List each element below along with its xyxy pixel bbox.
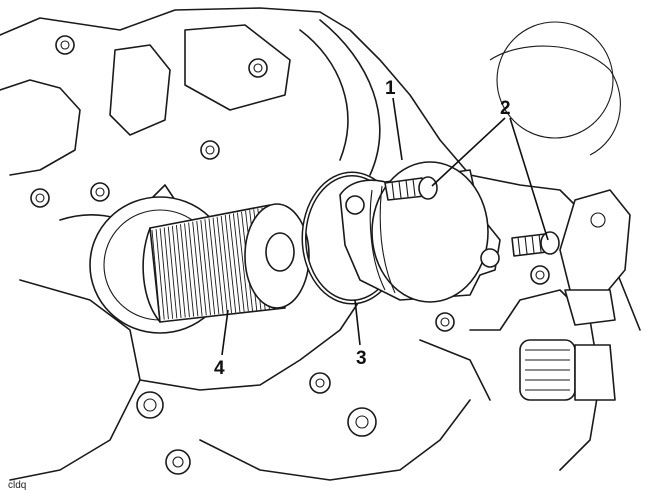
filter-pleat xyxy=(216,216,228,314)
casing-bolt-icon xyxy=(435,312,455,332)
filter-pleat xyxy=(204,219,216,315)
oil-filter-element xyxy=(142,203,310,323)
filter-pleat xyxy=(208,218,220,315)
casing-bolt-icon xyxy=(90,182,110,202)
casing-bolt-icon xyxy=(530,265,550,285)
leader-line-4 xyxy=(221,309,229,356)
filter-pleat xyxy=(188,222,199,317)
leader-line-2a xyxy=(431,117,506,187)
filter-pleat xyxy=(163,227,174,319)
leader-line-2b xyxy=(509,117,549,241)
casing-bolts xyxy=(30,35,550,475)
shift-linkage xyxy=(519,189,631,401)
filter-pleat xyxy=(151,229,161,321)
filter-pleat xyxy=(167,226,178,319)
leader-line-1 xyxy=(392,97,403,161)
cover-bolt-upper xyxy=(384,176,438,201)
casing-bolt-icon xyxy=(347,407,377,437)
filter-pleat xyxy=(159,228,169,320)
leader-line-3 xyxy=(354,299,361,346)
filter-pleat xyxy=(196,220,207,316)
casing-bolt-icon xyxy=(248,58,268,78)
filter-pleat xyxy=(220,215,232,314)
casing-bolt-icon xyxy=(200,140,220,160)
filter-pleat xyxy=(175,224,186,318)
leader-lines xyxy=(221,97,549,356)
figure-code: cldq xyxy=(8,480,26,491)
filter-pleat xyxy=(192,221,203,316)
casing-bolt-icon xyxy=(309,372,331,394)
filter-pleat xyxy=(184,223,195,317)
callout-number-3: 3 xyxy=(356,348,367,369)
filter-pleat xyxy=(155,229,165,320)
filter-pleat xyxy=(228,214,241,313)
cover-bolt-lower xyxy=(511,231,560,257)
filter-pleat xyxy=(232,213,245,312)
filter-pleat xyxy=(237,212,249,312)
callout-labels: 1 2 3 4 xyxy=(214,78,511,379)
filter-pleat xyxy=(200,220,211,316)
casing-bolt-icon xyxy=(55,35,75,55)
filter-pleat xyxy=(180,224,190,318)
casing-bolt-icon xyxy=(30,188,50,208)
filter-pleat xyxy=(212,217,224,314)
casing-bolt-icon xyxy=(165,449,191,475)
filter-pleat xyxy=(224,215,237,313)
callout-number-2: 2 xyxy=(500,98,511,119)
callout-number-1: 1 xyxy=(385,78,396,99)
casing-bolt-icon xyxy=(136,391,164,419)
callout-number-4: 4 xyxy=(214,358,225,379)
filter-pleat xyxy=(171,225,182,318)
